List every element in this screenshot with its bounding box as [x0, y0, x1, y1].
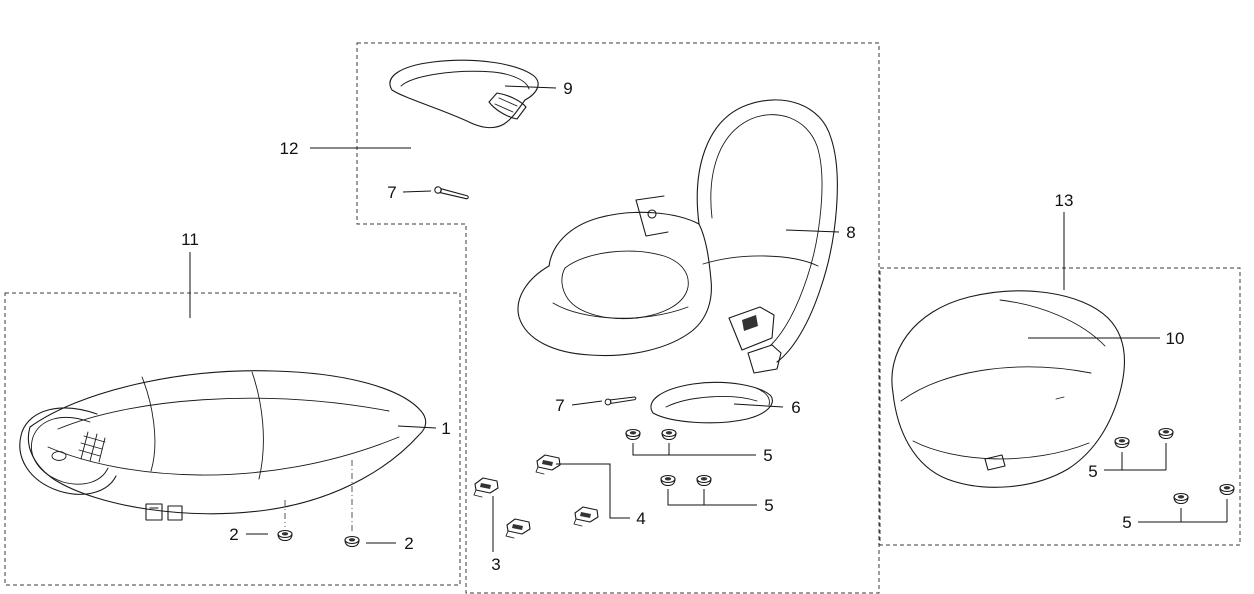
callout-5b: 5	[764, 496, 773, 515]
rear-cushion-hump-line	[999, 299, 1106, 347]
callout-2a: 2	[229, 525, 238, 544]
latch-piece	[747, 344, 782, 374]
callout-line-4-bracket	[556, 463, 630, 519]
grommet-part-5c-right	[1158, 427, 1174, 440]
trim-inner-line	[400, 70, 530, 90]
rear-cushion-outline	[891, 290, 1125, 488]
callout-1: 1	[441, 419, 450, 438]
grommet-part-5c-left	[1114, 436, 1130, 449]
armrest-outline	[650, 381, 773, 424]
rear-cushion-tag	[984, 454, 1006, 471]
rear-cushion-tick	[1055, 396, 1065, 400]
armrest-end-cap	[755, 387, 770, 406]
callout-2b: 2	[404, 534, 413, 553]
backrest-seam	[702, 255, 819, 267]
group-box-center	[356, 42, 880, 594]
left-seat-drawing	[19, 370, 427, 521]
callout-4: 4	[636, 509, 645, 528]
callout-5d: 5	[1122, 513, 1131, 532]
left-seat-cross-seam-1	[141, 376, 156, 472]
group-box-right-13	[879, 267, 1241, 546]
left-seat-seam-top	[57, 397, 390, 430]
callout-line-7a	[402, 190, 432, 193]
main-seat-drawing	[517, 99, 838, 374]
pin-part-7-top	[433, 185, 470, 202]
callout-12: 12	[280, 139, 299, 158]
rear-cushion-drawing	[891, 290, 1125, 488]
grommet-part-2-left	[277, 529, 293, 542]
grommet-part-5b-left	[660, 474, 676, 487]
callout-line-9	[504, 85, 557, 89]
rear-cushion-seam-top	[900, 366, 1092, 402]
callout-7b: 7	[555, 396, 564, 415]
grommet-part-5a-right	[661, 428, 677, 441]
seat-bucket-rim	[561, 250, 689, 320]
callout-10: 10	[1166, 329, 1185, 348]
callout-3: 3	[491, 555, 500, 574]
backrest-bracket-hole	[647, 209, 657, 219]
clip-part-3-top	[473, 477, 499, 498]
backrest-bracket	[635, 195, 669, 237]
armrest-drawing	[650, 381, 773, 424]
seat-outer	[517, 223, 712, 357]
callout-line-8	[785, 229, 840, 233]
trim-end-hatch	[494, 97, 518, 113]
front-bracket-boss	[51, 451, 67, 461]
armrest-inner-line	[665, 396, 758, 408]
callout-line-1	[397, 425, 437, 429]
callout-line-5a-bracket	[632, 443, 756, 456]
seat-top-edge	[548, 211, 700, 267]
front-bracket-outer	[19, 407, 117, 495]
grommet-part-5b-right	[696, 474, 712, 487]
front-bracket-hatch	[78, 431, 106, 463]
grommet-part-5d-left	[1173, 492, 1189, 505]
backrest-outer	[696, 99, 838, 363]
callout-line-5c-bracket	[1104, 443, 1167, 471]
front-bracket-inner	[31, 416, 109, 485]
hinge-bracket	[728, 306, 775, 351]
top-trim-drawing	[389, 59, 539, 129]
grommet-part-5d-right	[1219, 483, 1235, 496]
callout-6: 6	[791, 398, 800, 417]
callout-8: 8	[846, 223, 855, 242]
callout-line-5b-bracket	[667, 489, 757, 506]
left-seat-foot-tab-2	[167, 505, 183, 521]
rear-cushion-seam-bottom	[912, 440, 1090, 460]
backrest-inner	[710, 114, 823, 346]
callout-9: 9	[563, 79, 572, 98]
callout-line-5d-bracket	[1138, 499, 1228, 523]
grommet-part-5a-left	[625, 428, 641, 441]
callout-7a: 7	[387, 183, 396, 202]
clip-part-4-bottom	[573, 506, 599, 527]
callout-line-6	[733, 403, 784, 408]
clip-part-3-bottom	[505, 518, 531, 539]
group-box-left-11	[4, 292, 461, 586]
left-seat-outline	[27, 370, 427, 515]
callout-11: 11	[181, 230, 199, 249]
hinge-slot	[742, 315, 758, 331]
seat-front-lip	[552, 302, 689, 319]
trim-end-detail	[488, 92, 527, 120]
callout-line-7b	[571, 400, 603, 406]
grommet-part-2-right	[344, 535, 360, 548]
pin-part-7-mid	[604, 394, 637, 406]
callout-5a: 5	[763, 446, 772, 465]
callout-5c: 5	[1088, 462, 1097, 481]
callout-13: 13	[1055, 191, 1074, 210]
left-seat-foot-tab-1	[145, 503, 163, 521]
left-seat-cross-seam-2	[251, 371, 264, 480]
trim-outline	[389, 59, 539, 129]
